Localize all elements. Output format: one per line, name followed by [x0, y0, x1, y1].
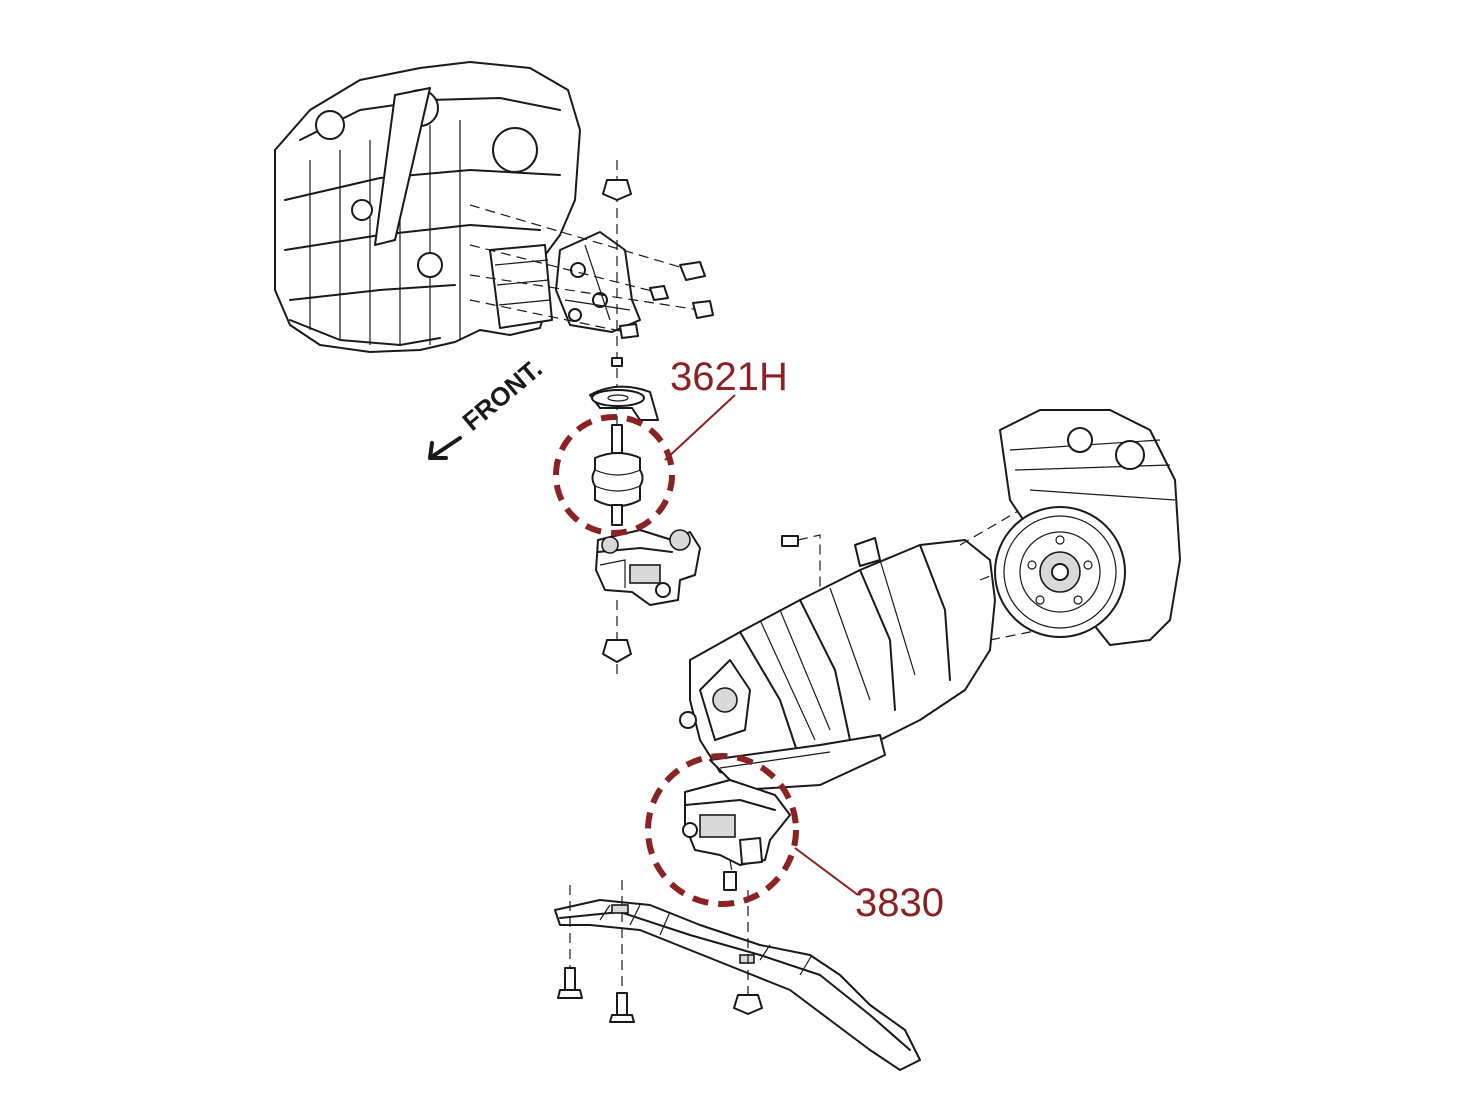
- engine-mount-insulator: [591, 424, 644, 526]
- flywheel: [994, 506, 1126, 638]
- mount-retainer-plate: [589, 385, 659, 421]
- frame-mount-bracket: [595, 529, 701, 606]
- leader-line-3830: [794, 847, 859, 896]
- lower-nut: [602, 600, 632, 675]
- callout-circle-3621h: [553, 414, 675, 536]
- engine-mount-bracket: [555, 231, 641, 333]
- front-arrow-icon: [428, 436, 462, 460]
- transmission-mount: [682, 779, 791, 891]
- front-label: FRONT.: [457, 353, 548, 436]
- callout-3830: 3830: [645, 753, 944, 925]
- callout-3621h: 3621H: [553, 355, 788, 536]
- part-label-3621h: 3621H: [670, 355, 788, 399]
- front-direction-indicator: FRONT.: [428, 353, 548, 460]
- engine-block: [274, 61, 581, 353]
- crossmember-bolts: [557, 880, 763, 1023]
- transmission: [679, 534, 996, 791]
- part-label-3830: 3830: [855, 881, 944, 925]
- crossmember: [554, 899, 921, 1071]
- bracket-bolts: [469, 204, 714, 339]
- leader-line-3621h: [664, 394, 736, 461]
- callout-circle-3830: [645, 753, 799, 907]
